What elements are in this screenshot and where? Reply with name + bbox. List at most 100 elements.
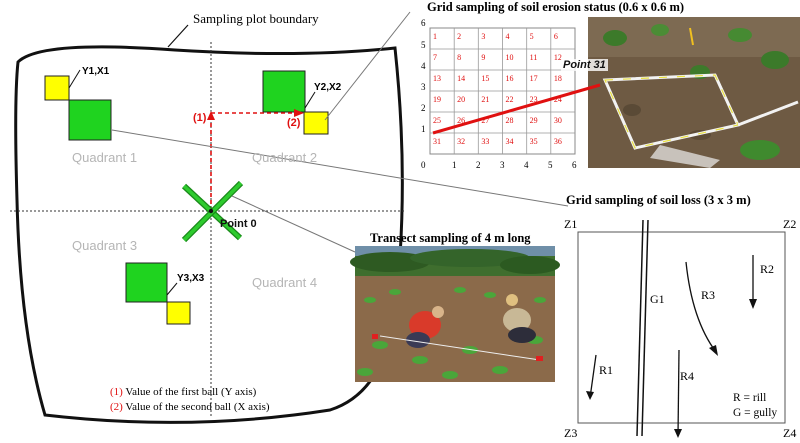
- grid-cell-number: 26: [457, 116, 466, 125]
- gully-g1-label: G1: [650, 292, 665, 306]
- grid-cell-number: 36: [553, 137, 562, 146]
- grid-cell-number: 12: [553, 53, 562, 62]
- rill-r3-head: [709, 345, 718, 356]
- rill-r1: [589, 354, 597, 399]
- legend-second: (2) Value of the second ball (X axis): [110, 401, 270, 413]
- legend-gully: G = gully: [733, 407, 778, 419]
- grid-cell-number: 35: [529, 137, 538, 146]
- grid-sampling-grid: [429, 27, 576, 155]
- grid-cell-number: 18: [553, 74, 562, 83]
- grid-xtick-4: 4: [524, 160, 529, 170]
- rill-r3-label: R3: [701, 288, 716, 302]
- boundary-callout-line: [167, 24, 189, 48]
- quadrant-4-label: Quadrant 4: [252, 275, 318, 290]
- grid-cell-number: 33: [481, 137, 490, 146]
- point-0-dot: [208, 208, 214, 214]
- point-31-label: Point 31: [561, 59, 608, 71]
- grid-cell-number: 2: [457, 32, 462, 41]
- q2-xy-label: Y2,X2: [314, 82, 342, 93]
- grid-cell-number: 30: [553, 116, 562, 125]
- grid-cell-number: 24: [553, 95, 562, 104]
- grid-cell-number: 27: [481, 116, 490, 125]
- grid-cell-number: 5: [529, 32, 534, 41]
- transect-title: Transect sampling of 4 m long: [370, 231, 531, 245]
- q3-xy-label: Y3,X3: [177, 273, 205, 284]
- grid-xtick-0: 0: [421, 160, 426, 170]
- rill-r4-head: [674, 429, 682, 438]
- grid-ytick-5: 5: [421, 40, 426, 50]
- legend-first-mark: (1): [110, 386, 123, 398]
- q1-green-square: [68, 99, 112, 141]
- step-1-mark: (1): [193, 112, 207, 124]
- rill-r4-label: R4: [680, 369, 695, 383]
- q1-yellow-square: [44, 75, 70, 101]
- gully-g1-left: [636, 219, 644, 437]
- q1-xy-label: Y1,X1: [82, 66, 110, 77]
- grid-cell-number: 3: [481, 32, 486, 41]
- quadrant-2-label: Quadrant 2: [252, 150, 318, 165]
- grid-cell-number: 20: [457, 95, 466, 104]
- grid-cell-number: 15: [481, 74, 490, 83]
- q2-label-callout: [304, 91, 316, 109]
- soil-loss-plot: [577, 231, 786, 424]
- grid-ytick-3: 3: [421, 82, 426, 92]
- grid-xtick-2: 2: [476, 160, 481, 170]
- grid-cell-number: 7: [433, 53, 437, 62]
- grid-cell-number: 22: [505, 95, 514, 104]
- grid-xtick-5: 5: [548, 160, 553, 170]
- q2-yellow-square: [303, 111, 329, 135]
- grid-panel-title: Grid sampling of soil erosion status (0.…: [427, 0, 685, 14]
- grid-ytick-1: 1: [421, 124, 426, 134]
- grid-xtick-3: 3: [500, 160, 505, 170]
- gully-g1-right: [641, 219, 649, 437]
- q3-label-callout: [166, 282, 178, 296]
- rill-r2-label: R2: [760, 262, 775, 276]
- grid-ytick-6: 6: [421, 18, 426, 28]
- arrow-up-head: [207, 111, 215, 120]
- photo-transect-image: [350, 246, 560, 382]
- q3-yellow-square: [166, 301, 191, 325]
- grid-cell-number: 10: [505, 53, 514, 62]
- q3-green-square: [125, 262, 168, 303]
- step-2-mark: (2): [287, 117, 301, 129]
- grid-cell-number: 28: [505, 116, 514, 125]
- rill-r2-head: [749, 299, 757, 309]
- photo-grid-plot-image: [588, 17, 800, 168]
- corner-z2: Z2: [783, 217, 797, 231]
- grid-xtick-1: 1: [452, 160, 457, 170]
- corner-z3: Z3: [564, 426, 578, 440]
- corner-z1: Z1: [564, 217, 578, 231]
- grid-cell-number: 32: [457, 137, 466, 146]
- grid-cell-number: 25: [433, 116, 441, 125]
- grid-cell-number: 19: [433, 95, 441, 104]
- rill-r4: [677, 349, 680, 437]
- grid-cell-number: 29: [529, 116, 538, 125]
- boundary-label: Sampling plot boundary: [193, 11, 319, 26]
- grid-xtick-6: 6: [572, 160, 577, 170]
- grid-cell-number: 13: [433, 74, 441, 83]
- connector-soilloss: [111, 129, 569, 207]
- quadrant-3-label: Quadrant 3: [72, 238, 138, 253]
- grid-cell-number: 17: [529, 74, 538, 83]
- q2-green-square: [262, 70, 306, 113]
- grid-cell-number: 31: [433, 137, 441, 146]
- grid-cell-number: 1: [433, 32, 437, 41]
- arrow-right-head: [294, 109, 304, 117]
- grid-cell-number: 16: [505, 74, 514, 83]
- rill-r1-head: [586, 391, 594, 400]
- connector-transect: [231, 195, 356, 253]
- grid-cell-number: 23: [529, 95, 538, 104]
- grid-cell-number: 14: [457, 74, 466, 83]
- legend-second-mark: (2): [110, 401, 123, 413]
- corner-z4: Z4: [783, 426, 797, 440]
- grid-cell-number: 8: [457, 53, 462, 62]
- grid-cell-number: 9: [481, 53, 486, 62]
- legend-second-text: Value of the second ball (X axis): [122, 401, 270, 413]
- legend-first-text: Value of the first ball (Y axis): [122, 386, 257, 398]
- grid-cell-number: 11: [529, 53, 538, 62]
- grid-cell-number: 6: [553, 32, 558, 41]
- point-0-label: Point 0: [220, 218, 257, 230]
- point-31-red-line: [432, 83, 601, 135]
